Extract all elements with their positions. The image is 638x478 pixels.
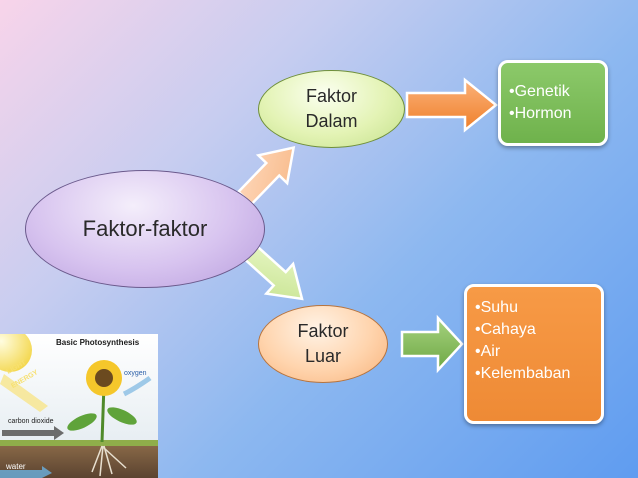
- list-item-suhu: •Suhu: [475, 299, 518, 316]
- list-item-cahaya: •Cahaya: [475, 321, 536, 338]
- arrow-to-luar: [242, 243, 304, 301]
- central-node: Faktor-faktor: [25, 170, 265, 288]
- central-label: Faktor-faktor: [82, 216, 208, 241]
- oxygen-label: oxygen: [124, 370, 147, 377]
- sunflower-icon: [86, 360, 122, 396]
- dalam-line2: Dalam: [305, 111, 358, 131]
- water-arrow-icon: [0, 466, 52, 478]
- co2-arrow-icon: [2, 426, 64, 440]
- luar-line1: Faktor: [297, 320, 349, 341]
- node-faktor-dalam: Faktor Dalam: [258, 70, 405, 148]
- node-faktor-luar: Faktor Luar: [258, 305, 388, 383]
- sun-icon: [0, 334, 32, 372]
- list-item-genetik: •Genetik: [509, 83, 570, 100]
- box-faktor-dalam: •Genetik •Hormon: [498, 60, 608, 146]
- list-item-kelembaban: •Kelembaban: [475, 365, 571, 382]
- box-faktor-luar: •Suhu •Cahaya •Air •Kelembaban: [464, 284, 604, 424]
- arrow-to-luar-box: [400, 314, 464, 374]
- luar-line2: Luar: [304, 346, 341, 366]
- photo-title: Basic Photosynthesis: [56, 338, 140, 347]
- carbon-label: carbon dioxide: [8, 418, 54, 425]
- oxygen-arrow-icon: [122, 375, 152, 397]
- photosynthesis-illustration: [0, 334, 158, 478]
- arrow-to-dalam: [236, 146, 296, 207]
- dalam-line1: Faktor: [305, 85, 357, 106]
- light-ray-icon: [0, 374, 48, 412]
- list-item-air: •Air: [475, 343, 501, 360]
- water-label: water: [6, 462, 26, 471]
- photosynthesis-image: Basic Photosynthesis LIGHT ENERGY oxygen…: [0, 334, 158, 478]
- arrow-to-genetik: [405, 77, 498, 133]
- roots: [91, 445, 127, 477]
- list-item-hormon: •Hormon: [509, 105, 572, 122]
